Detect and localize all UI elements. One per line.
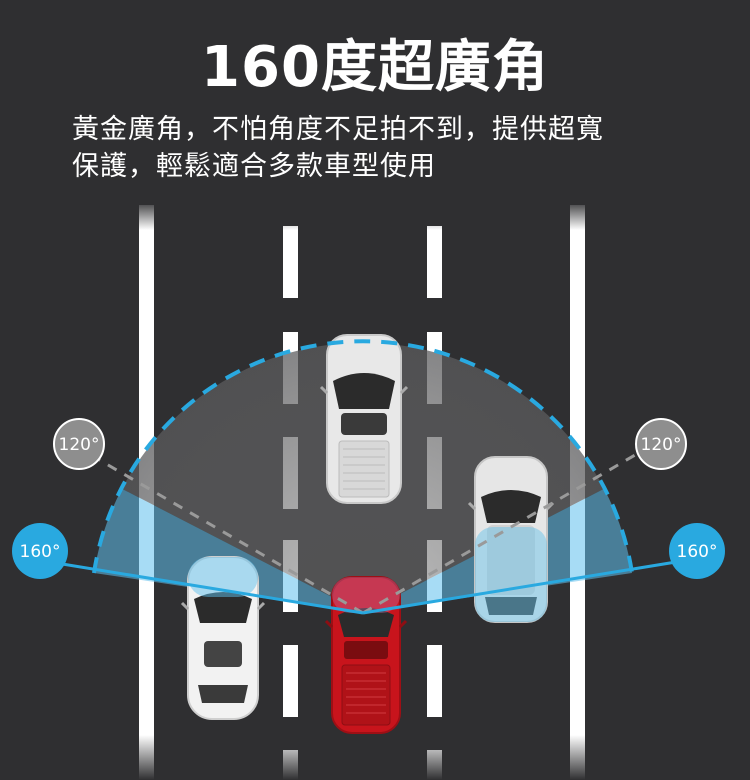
wide-angle-ray-right: [362, 560, 677, 615]
badge-120-right: 120°: [635, 418, 687, 470]
badge-120-left: 120°: [53, 418, 105, 470]
description-line-2: 保護，輕鬆適合多款車型使用: [72, 151, 436, 182]
standard-angle-ray-left: [83, 449, 364, 615]
badge-120-right-label: 120°: [641, 435, 682, 455]
wide-angle-arc: [92, 339, 634, 574]
camera-car: [324, 576, 408, 734]
headline: 160度超廣角: [201, 35, 549, 100]
wide-angle-wedge-left: [94, 488, 363, 613]
standard-angle-ray-right: [362, 449, 643, 615]
badge-160-right: 160°: [669, 523, 725, 579]
car-front-pickup: [319, 334, 409, 504]
badge-160-left: 160°: [12, 523, 68, 579]
badge-160-left-label: 160°: [20, 542, 61, 562]
badge-160-right-label: 160°: [677, 542, 718, 562]
car-right-lane: [467, 456, 555, 623]
description-line-1: 黃金廣角，不怕角度不足拍不到，提供超寬: [72, 114, 604, 145]
car-left-lane: [180, 556, 266, 720]
wide-angle-ray-left: [49, 560, 364, 615]
badge-120-left-label: 120°: [59, 435, 100, 455]
